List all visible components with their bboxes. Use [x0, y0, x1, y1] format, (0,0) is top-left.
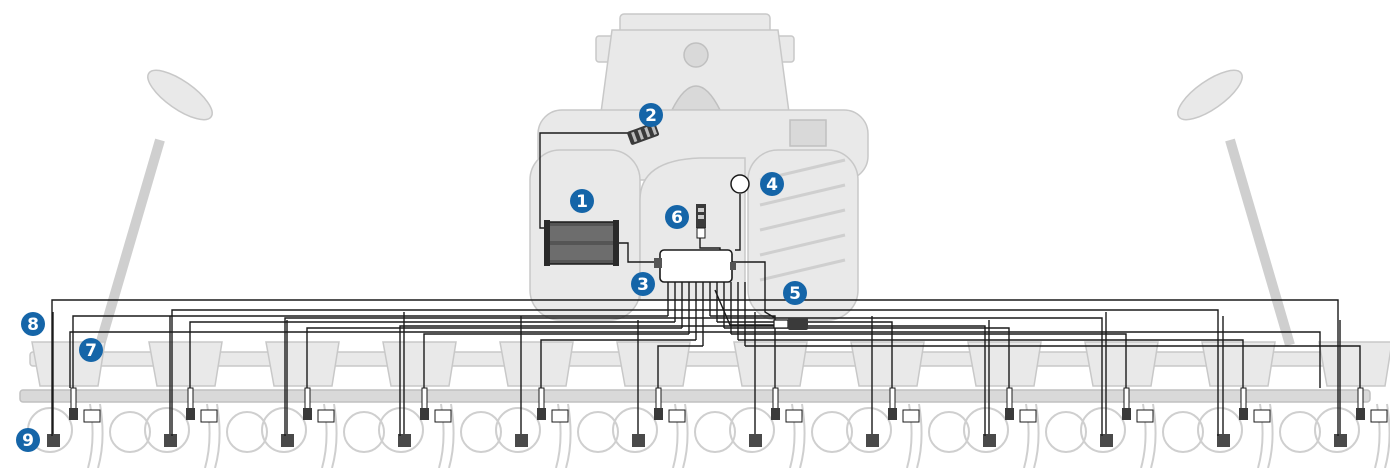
row-unit [261, 341, 385, 468]
power-connector [773, 318, 808, 330]
row-wire [723, 282, 1010, 434]
row-unit [846, 341, 970, 468]
row-wire [169, 282, 676, 434]
row-unit [729, 341, 853, 468]
radar-sensor [730, 174, 750, 194]
row-wire [744, 282, 1361, 434]
row-units [27, 341, 1390, 468]
distribution-wires [51, 282, 1361, 436]
row-wire [520, 282, 697, 434]
display-module [544, 220, 619, 266]
row-unit [378, 341, 502, 468]
row-unit [27, 341, 151, 468]
seed-sensor [303, 408, 312, 420]
junction-box [654, 249, 736, 283]
seed-sensor [69, 408, 78, 420]
marker-2: 2 [639, 103, 663, 127]
seed-sensor [1356, 408, 1365, 420]
row-controller-box [281, 434, 294, 447]
svg-text:6: 6 [671, 208, 683, 228]
row-controller-box [632, 434, 645, 447]
svg-text:7: 7 [85, 341, 97, 361]
row-controller-box [164, 434, 177, 447]
svg-text:3: 3 [637, 275, 649, 295]
marker-5: 5 [783, 281, 807, 305]
row-wire [286, 282, 683, 434]
row-controller-box [398, 434, 411, 447]
row-unit [144, 341, 268, 468]
row-marker-arms [95, 69, 1295, 347]
svg-text:4: 4 [766, 175, 778, 195]
row-controller-box [1334, 434, 1347, 447]
seed-sensor [1239, 408, 1248, 420]
row-controller-box [515, 434, 528, 447]
planter-toolbar [19, 351, 1371, 403]
seed-sensor [1005, 408, 1014, 420]
row-unit [963, 341, 1087, 468]
svg-text:9: 9 [22, 431, 34, 451]
seed-sensor [771, 408, 780, 420]
row-controller-box [866, 434, 879, 447]
row-controller-box [983, 434, 996, 447]
marker-6: 6 [665, 205, 689, 229]
lift-switch [696, 204, 706, 239]
svg-text:2: 2 [645, 106, 657, 126]
marker-7: 7 [79, 338, 103, 362]
seed-sensor [420, 408, 429, 420]
row-controller-box [47, 434, 60, 447]
seed-sensor [1122, 408, 1131, 420]
row-unit [612, 341, 736, 468]
marker-9: 9 [16, 428, 40, 452]
numbered-markers: 1 2 3 4 5 6 7 8 [16, 103, 807, 452]
seed-sensor [537, 408, 546, 420]
seed-sensor [186, 408, 195, 420]
row-unit [1314, 341, 1390, 468]
row-controller-box [1100, 434, 1113, 447]
svg-text:1: 1 [576, 192, 588, 212]
marker-4: 4 [760, 172, 784, 196]
svg-text:5: 5 [789, 284, 801, 304]
row-controller-box [1217, 434, 1230, 447]
marker-3: 3 [631, 272, 655, 296]
row-unit [1080, 341, 1204, 468]
marker-8: 8 [21, 312, 45, 336]
connector-plug [627, 122, 660, 145]
row-wire [737, 282, 1244, 434]
svg-text:8: 8 [27, 315, 39, 335]
row-wire [637, 282, 704, 434]
seed-sensor [888, 408, 897, 420]
seed-sensor [654, 408, 663, 420]
row-wire [52, 282, 669, 434]
row-unit [1197, 341, 1321, 468]
row-unit [495, 341, 619, 468]
row-controller-box [749, 434, 762, 447]
marker-1: 1 [570, 189, 594, 213]
bus-lines [51, 299, 1339, 436]
